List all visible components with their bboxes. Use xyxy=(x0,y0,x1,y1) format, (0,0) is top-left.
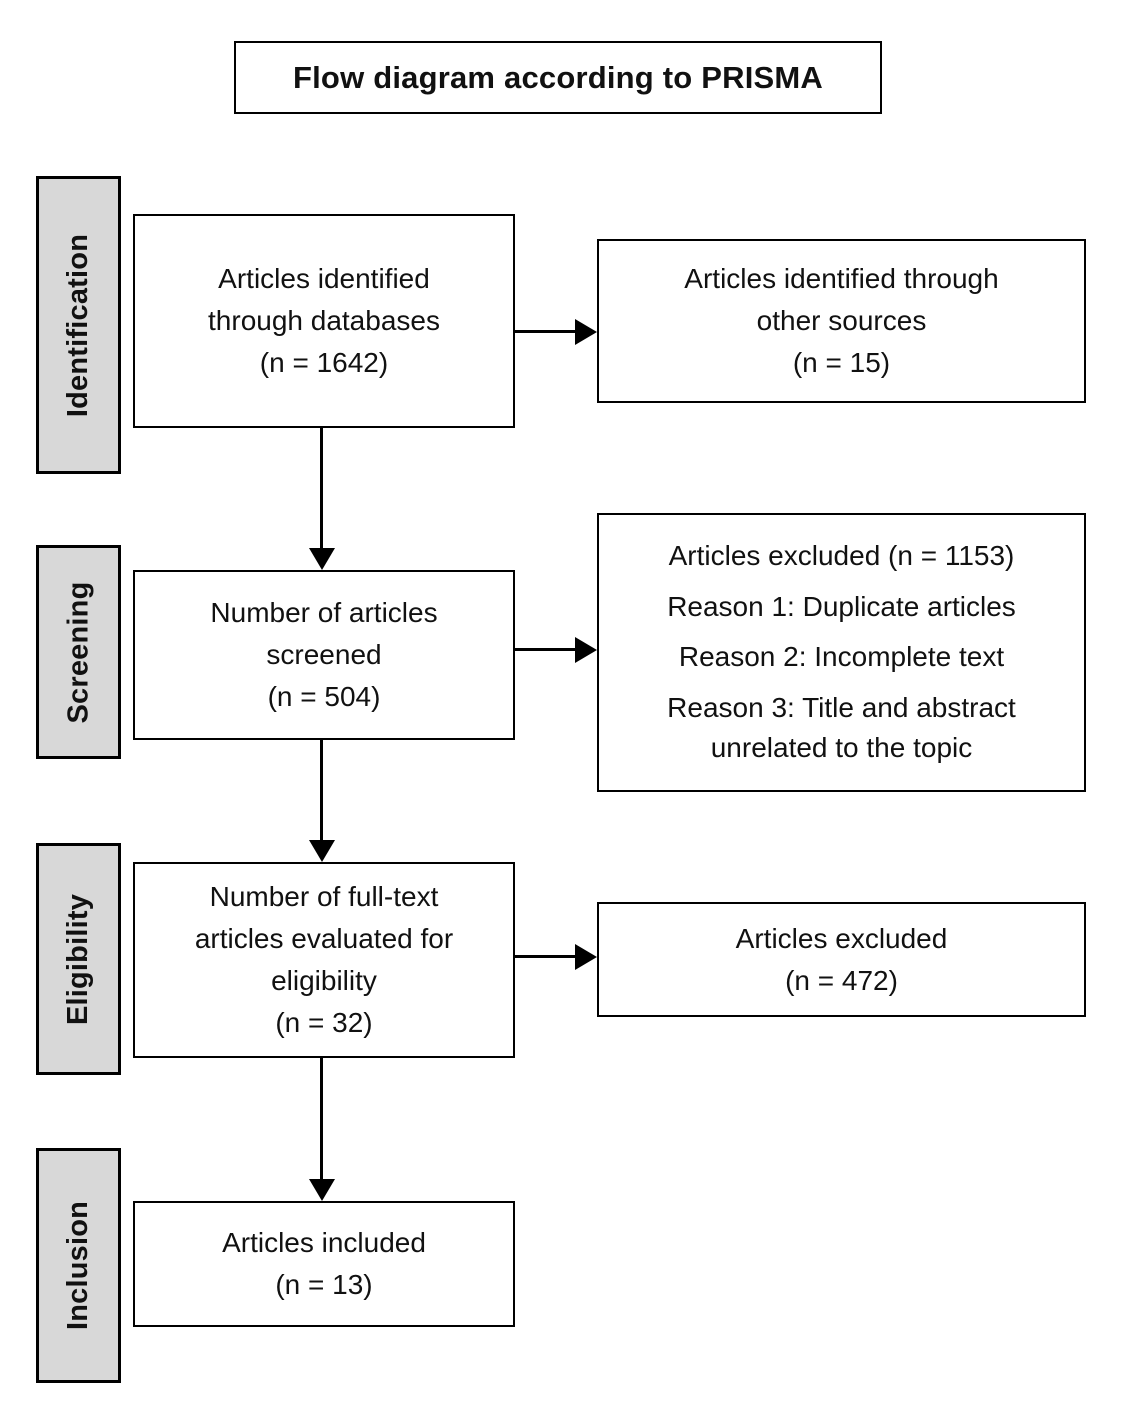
stage-eligibility: Eligibility xyxy=(36,843,121,1075)
box-included: Articles included (n = 13) xyxy=(133,1201,515,1327)
stage-identification: Identification xyxy=(36,176,121,474)
box-identified-other: Articles identified through other source… xyxy=(597,239,1086,403)
stage-screening: Screening xyxy=(36,545,121,759)
diagram-title: Flow diagram according to PRISMA xyxy=(234,41,882,114)
box-fulltext-evaluated: Number of full-text articles evaluated f… xyxy=(133,862,515,1058)
box-excluded-screening: Articles excluded (n = 1153) Reason 1: D… xyxy=(597,513,1086,792)
excluded-screening-reason-2: Reason 2: Incomplete text xyxy=(678,641,1005,673)
stage-inclusion-label: Inclusion xyxy=(62,1200,94,1331)
stage-eligibility-label: Eligibility xyxy=(62,893,95,1025)
box-identified-databases: Articles identified through databases (n… xyxy=(133,214,515,428)
box-excluded-eligibility: Articles excluded (n = 472) xyxy=(597,902,1086,1017)
excluded-screening-reason-1: Reason 1: Duplicate articles xyxy=(667,590,1016,622)
stage-inclusion: Inclusion xyxy=(36,1148,121,1383)
excluded-screening-reason-3: Reason 3: Title and abstract unrelated t… xyxy=(667,691,1016,764)
box-screened: Number of articles screened (n = 504) xyxy=(133,570,515,740)
stage-screening-label: Screening xyxy=(62,580,95,724)
stage-identification-label: Identification xyxy=(62,233,94,417)
excluded-screening-total: Articles excluded (n = 1153) xyxy=(668,540,1015,572)
